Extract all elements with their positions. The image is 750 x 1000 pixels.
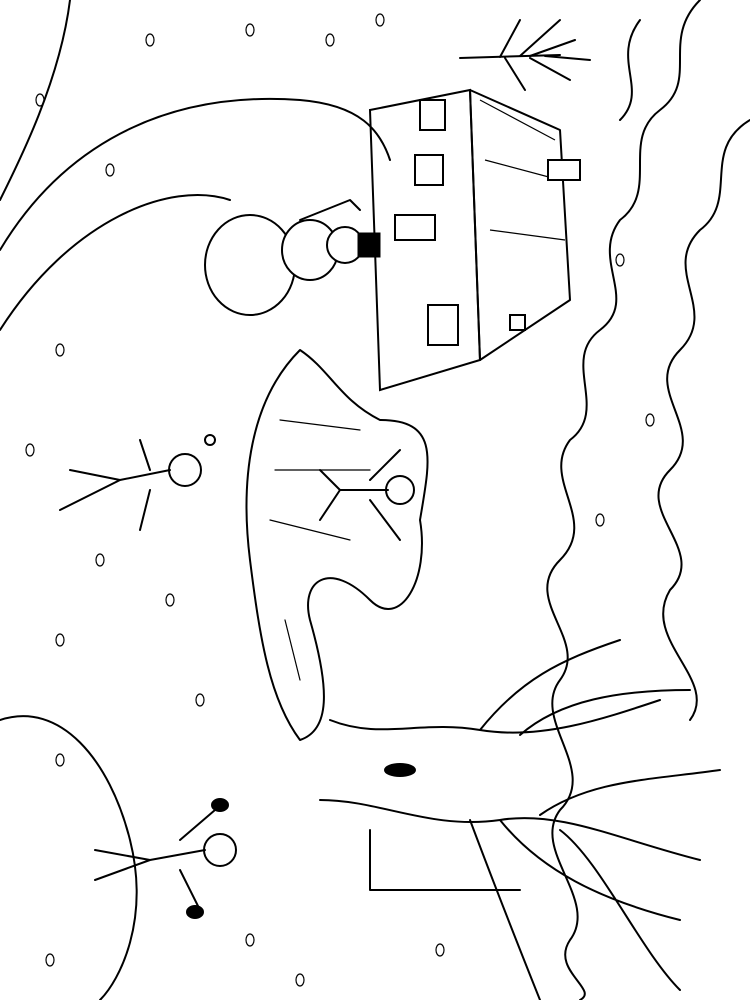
frozen-pond: [245, 349, 429, 741]
snowman-broom: [299, 199, 361, 221]
house-window: [427, 304, 459, 346]
house-window: [414, 154, 444, 186]
house-window: [509, 314, 526, 331]
big-bare-tree: [319, 639, 721, 1000]
house-window: [419, 99, 446, 131]
cloud-bushes: [546, 0, 750, 1000]
house: [368, 88, 581, 392]
snowflakes: [25, 13, 655, 987]
house-door: [394, 214, 436, 241]
snowy-hill-path: [0, 0, 391, 1000]
snowman-top-hat: [357, 232, 381, 258]
child-throwing-snowball: [59, 434, 216, 531]
chimney: [547, 159, 581, 181]
bare-tree-small: [459, 19, 591, 91]
snowman: [204, 199, 381, 316]
house-roof: [469, 89, 571, 361]
child-running: [94, 798, 237, 919]
child-skating: [319, 449, 415, 541]
